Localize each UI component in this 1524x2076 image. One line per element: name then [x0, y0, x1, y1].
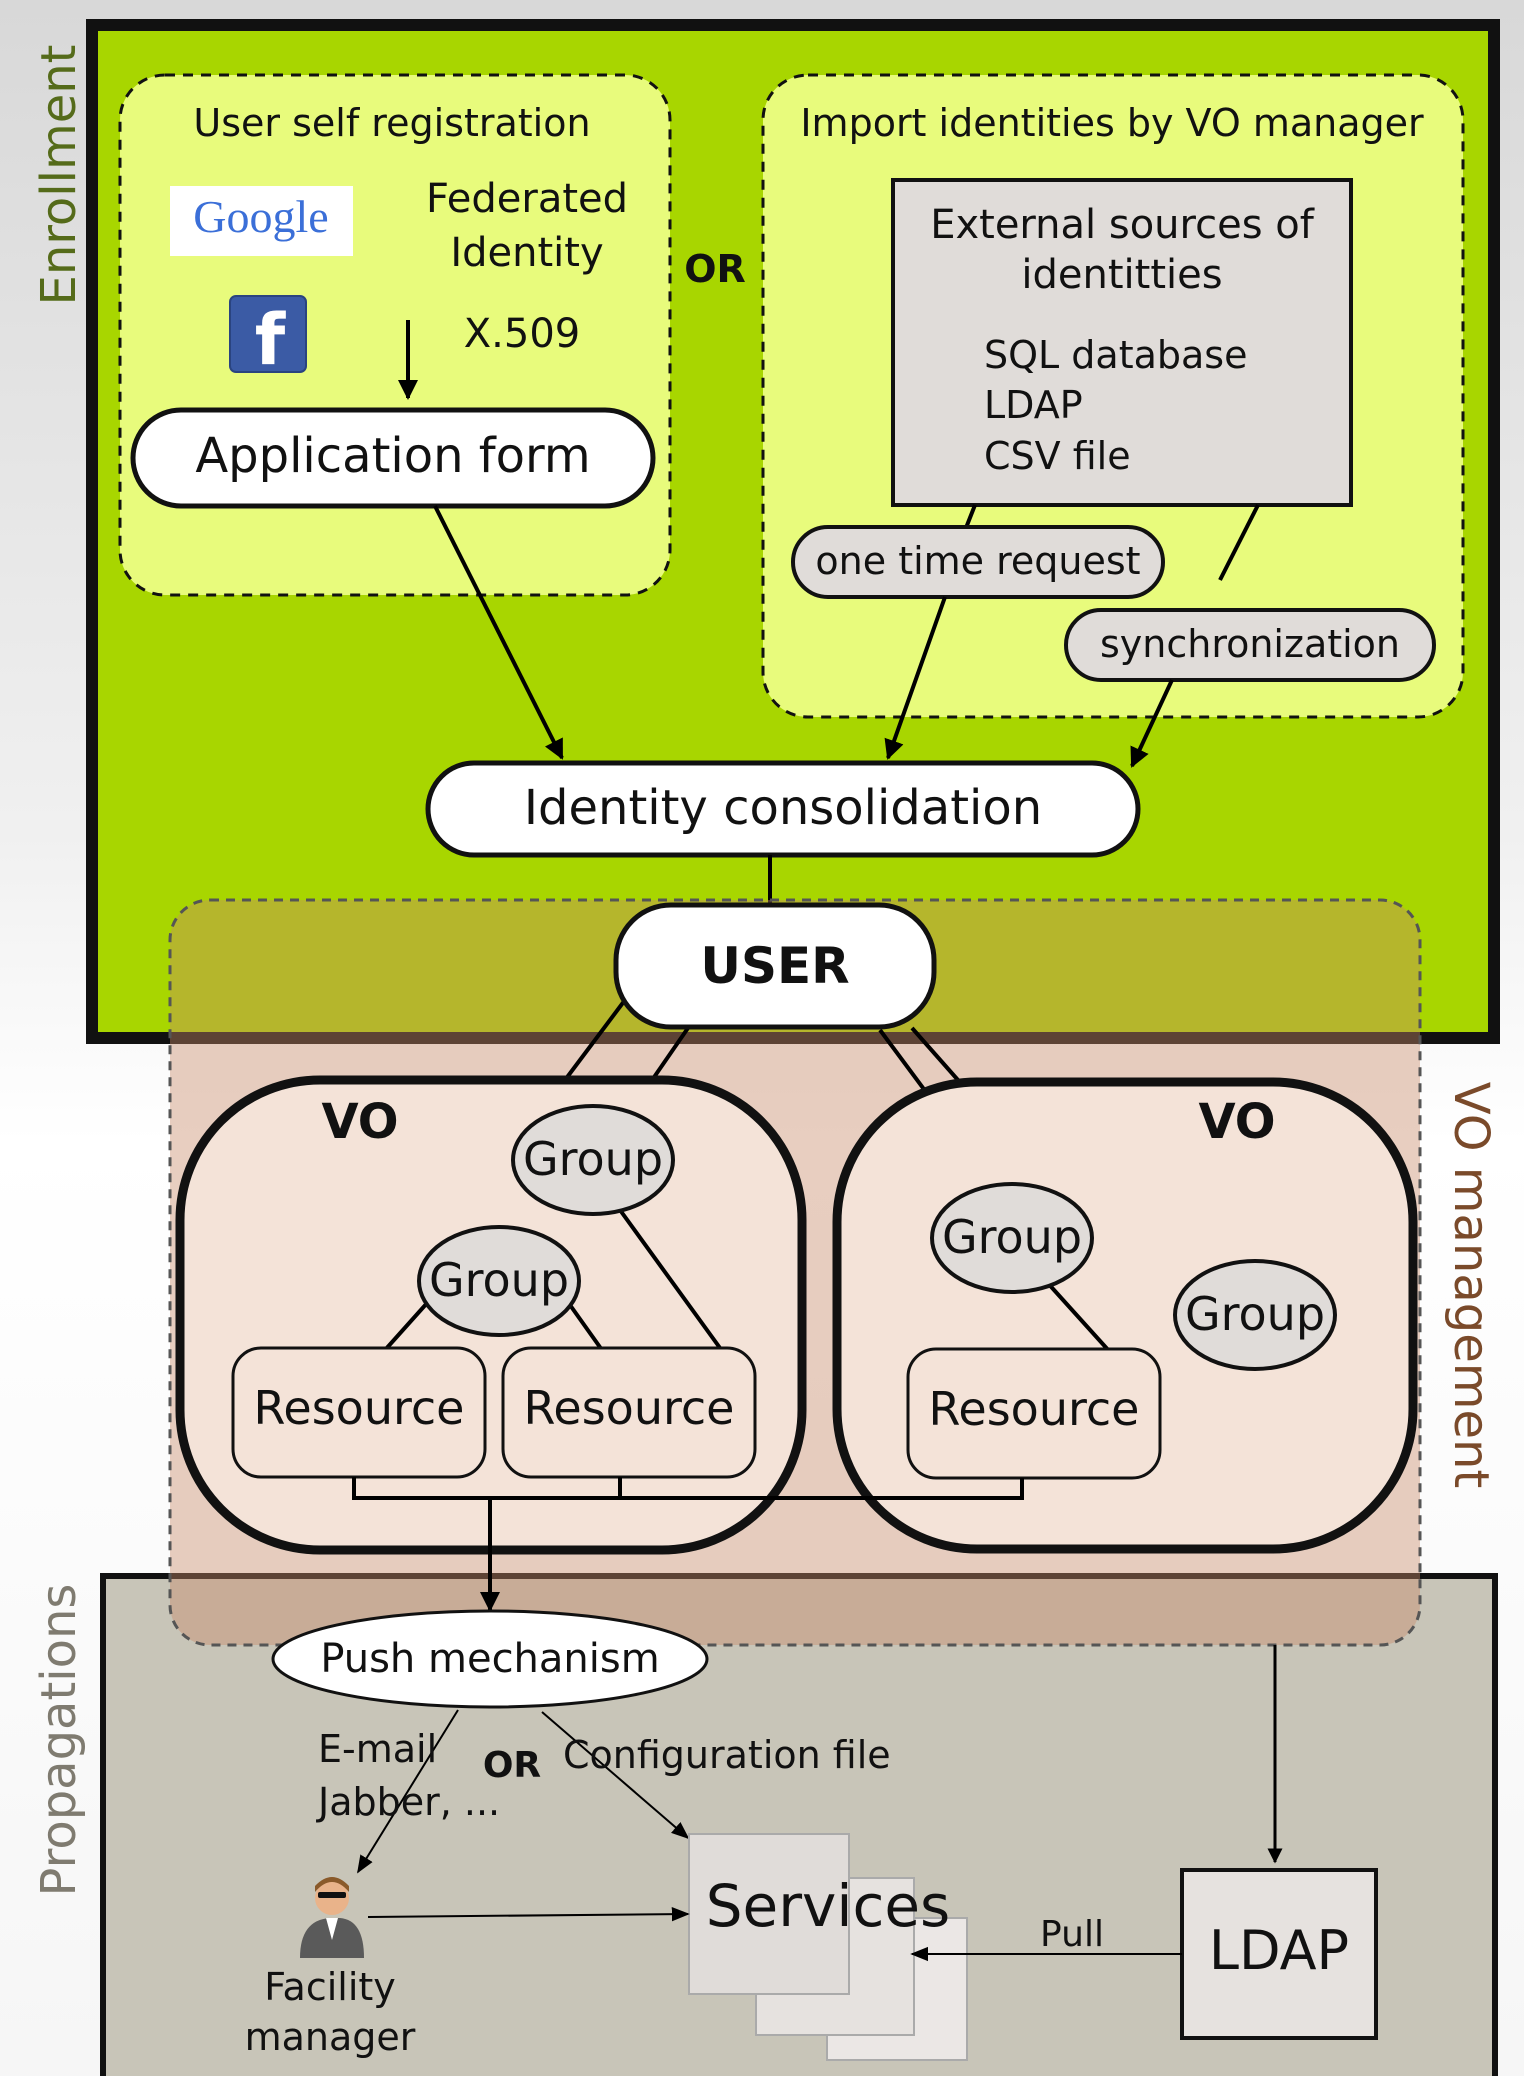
propagation-content: Push mechanism E-mail Jabber, ... OR Con…	[245, 1609, 1378, 2061]
google-logo-text: Google	[193, 191, 328, 242]
or-propagation: OR	[483, 1745, 541, 1786]
import-identities-title: Import identities by VO manager	[800, 101, 1424, 145]
arrow-sync-to-consolidation	[1130, 679, 1174, 768]
one-time-request-label: one time request	[815, 539, 1140, 583]
identity-consolidation-label: Identity consolidation	[524, 780, 1042, 836]
facility-manager-icon	[300, 1877, 364, 1958]
self-registration-box: User self registration Google f Federate…	[118, 73, 672, 597]
federated-identity-line2: Identity	[450, 230, 603, 276]
services-label: Services	[706, 1872, 951, 1940]
vo-right-group-1-label: Group	[942, 1210, 1082, 1264]
vo-right-resource-1-label: Resource	[929, 1382, 1140, 1436]
arrow-push-to-services	[541, 1711, 690, 1840]
facebook-logo-text: f	[255, 299, 287, 381]
vo-right-group-2-label: Group	[1185, 1287, 1325, 1341]
facebook-logo: f	[229, 295, 307, 381]
or-enrollment: OR	[684, 247, 746, 291]
facility-manager-line1: Facility	[264, 1965, 396, 2009]
sync-flow-top	[1218, 504, 1260, 581]
source-sql: SQL database	[984, 333, 1247, 377]
link-group-top-resource2	[618, 1208, 722, 1350]
link-user-right-vo	[910, 1026, 967, 1090]
external-sources-line2: identitties	[1021, 252, 1222, 298]
self-registration-title: User self registration	[193, 101, 590, 145]
vo-left-resource-2-label: Resource	[524, 1381, 735, 1435]
application-form-label: Application form	[195, 428, 590, 484]
vo-right-group-2	[1173, 1259, 1337, 1371]
external-sources-line1: External sources of	[930, 202, 1315, 248]
ldap-label: LDAP	[1209, 1919, 1349, 1982]
vo-left-resource-2	[501, 1346, 757, 1479]
google-logo: Google	[170, 186, 353, 256]
pull-label: Pull	[1040, 1914, 1104, 1955]
vo-right-label: VO	[1198, 1094, 1275, 1150]
email-label-line1: E-mail	[318, 1727, 437, 1771]
facility-manager-line2: manager	[245, 2015, 416, 2059]
vo-left-group-top-label: Group	[523, 1132, 663, 1186]
resource-collector	[352, 1477, 1024, 1500]
vo-left-resource-1	[231, 1346, 487, 1479]
x509-label: X.509	[464, 311, 580, 357]
source-csv: CSV file	[984, 434, 1131, 478]
user-label: USER	[700, 937, 849, 995]
link-group-mid-resource1	[383, 1300, 430, 1352]
vo-left-resource-1-label: Resource	[254, 1381, 465, 1435]
push-mechanism-node	[271, 1609, 709, 1709]
propagations-side-label: Propagations	[31, 1584, 87, 1897]
external-sources-box	[891, 178, 1353, 507]
user-node	[613, 902, 937, 1030]
federated-identity-line1: Federated	[426, 176, 628, 222]
vo-left-group-mid	[417, 1225, 581, 1337]
source-ldap: LDAP	[984, 383, 1083, 427]
services-page-front	[688, 1833, 850, 1995]
synchronization-label: synchronization	[1100, 622, 1400, 666]
arrow-facility-to-services	[367, 1906, 690, 1922]
vo-management-side-label: VO management	[1443, 1082, 1499, 1489]
arrow-push-to-facility	[357, 1709, 459, 1874]
configuration-file-label: Configuration file	[563, 1733, 891, 1777]
vo-right-resource-1	[906, 1347, 1162, 1480]
vo-right: VO Group Group Resource	[832, 1077, 1418, 1554]
import-identities-box: Import identities by VO manager External…	[761, 73, 1465, 719]
link-group1-resource	[1043, 1278, 1112, 1354]
push-mechanism-label: Push mechanism	[320, 1636, 659, 1682]
vo-left-group-top	[511, 1104, 675, 1216]
arrow-form-to-consolidation	[433, 505, 564, 760]
application-form-node	[130, 407, 656, 509]
vo-left-label: VO	[321, 1094, 398, 1150]
synchronization-node	[1064, 608, 1436, 682]
link-user-left-vo	[563, 998, 627, 1082]
vo-right-group-1	[930, 1182, 1094, 1294]
identity-consolidation-node	[425, 760, 1141, 858]
enrollment-side-label: Enrollment	[31, 45, 87, 306]
vo-left: VO Group Group Resource Resource	[175, 1075, 807, 1555]
one-time-request-node	[791, 525, 1165, 599]
email-label-line2: Jabber, ...	[316, 1780, 500, 1824]
link-group-mid-resource2	[568, 1303, 604, 1352]
vo-left-group-mid-label: Group	[429, 1253, 569, 1307]
arrow-onetime-to-consolidation	[884, 596, 947, 760]
